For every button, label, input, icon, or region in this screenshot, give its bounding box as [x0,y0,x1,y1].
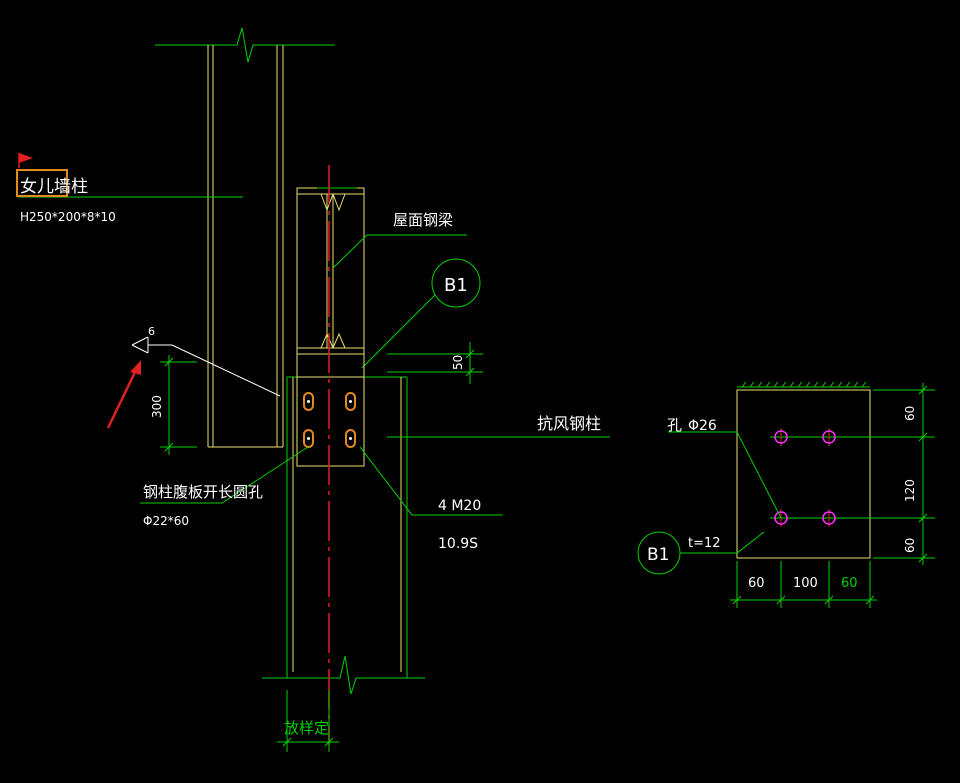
top-break-line [155,27,335,63]
roof-beam-leader [332,234,467,269]
dim-horizontal [730,561,877,608]
dim-50 [387,342,483,384]
dim-60-left-label: 60 [748,576,765,591]
dim-300-label: 300 [150,395,164,418]
plate-hole [822,430,836,444]
roof-beam-label: 屋面钢梁 [393,211,453,229]
dim-120-label: 120 [903,479,917,502]
parapet-label-highlight [16,169,68,197]
plate-tag-leader [361,294,436,369]
end-plate [296,353,365,467]
dim-stakeout [277,690,339,752]
plate-outline [736,389,871,559]
plate-hole [774,511,788,525]
parapet-column-label: 女儿墙柱 [20,177,88,197]
hole-label: 孔 [667,416,682,434]
bolt-spec-label: 4 M20 [438,498,481,514]
wind-column [286,376,408,678]
thickness-label: t=12 [688,536,721,551]
roof-beam [296,187,365,355]
bolt-hole [345,429,356,448]
dim-50-label: 50 [451,355,465,370]
hole-centerlines [780,428,830,527]
plate-tag-circle [431,258,481,308]
bolt-hole [345,392,356,411]
bottom-break-line [262,655,425,695]
dim-60-right-label: 60 [841,576,858,591]
dim-100-label: 100 [793,576,818,591]
plate-holes [774,430,836,525]
dim-vertical [873,383,935,565]
parapet-column [207,45,284,448]
slot-size-label: Φ22*60 [143,514,189,528]
dim-60-top-label: 60 [903,406,917,421]
hole-leader [668,431,782,519]
hole-dia-label: Φ26 [688,418,717,434]
red-arrow-icon [106,360,141,429]
hole-lines [770,436,935,519]
detail-tag-label: B1 [647,545,669,565]
hatch-line [737,381,870,388]
bolt-spec-leader [359,446,503,516]
web-slot-leader [140,446,309,504]
dim-60-bottom-label: 60 [903,538,917,553]
bolt-holes [303,392,356,448]
web-slot-label: 钢柱腹板开长圆孔 [143,483,263,501]
wind-column-label: 抗风钢柱 [537,414,601,433]
bolt-hole [303,429,314,448]
bolt-grade-label: 10.9S [438,536,478,552]
plate-tag-label: B1 [444,275,468,296]
weld-symbol [131,336,281,397]
dim-300 [160,355,197,455]
thickness-leader [680,531,765,554]
bolt-centers [307,400,352,440]
parapet-section-label: H250*200*8*10 [20,210,116,224]
weld-size-label: 6 [148,325,155,338]
plate-hole [822,511,836,525]
red-flag-icon [18,153,33,168]
plate-hole [774,430,788,444]
stakeout-label: 放样定 [284,719,329,737]
bolt-hole [303,392,314,411]
